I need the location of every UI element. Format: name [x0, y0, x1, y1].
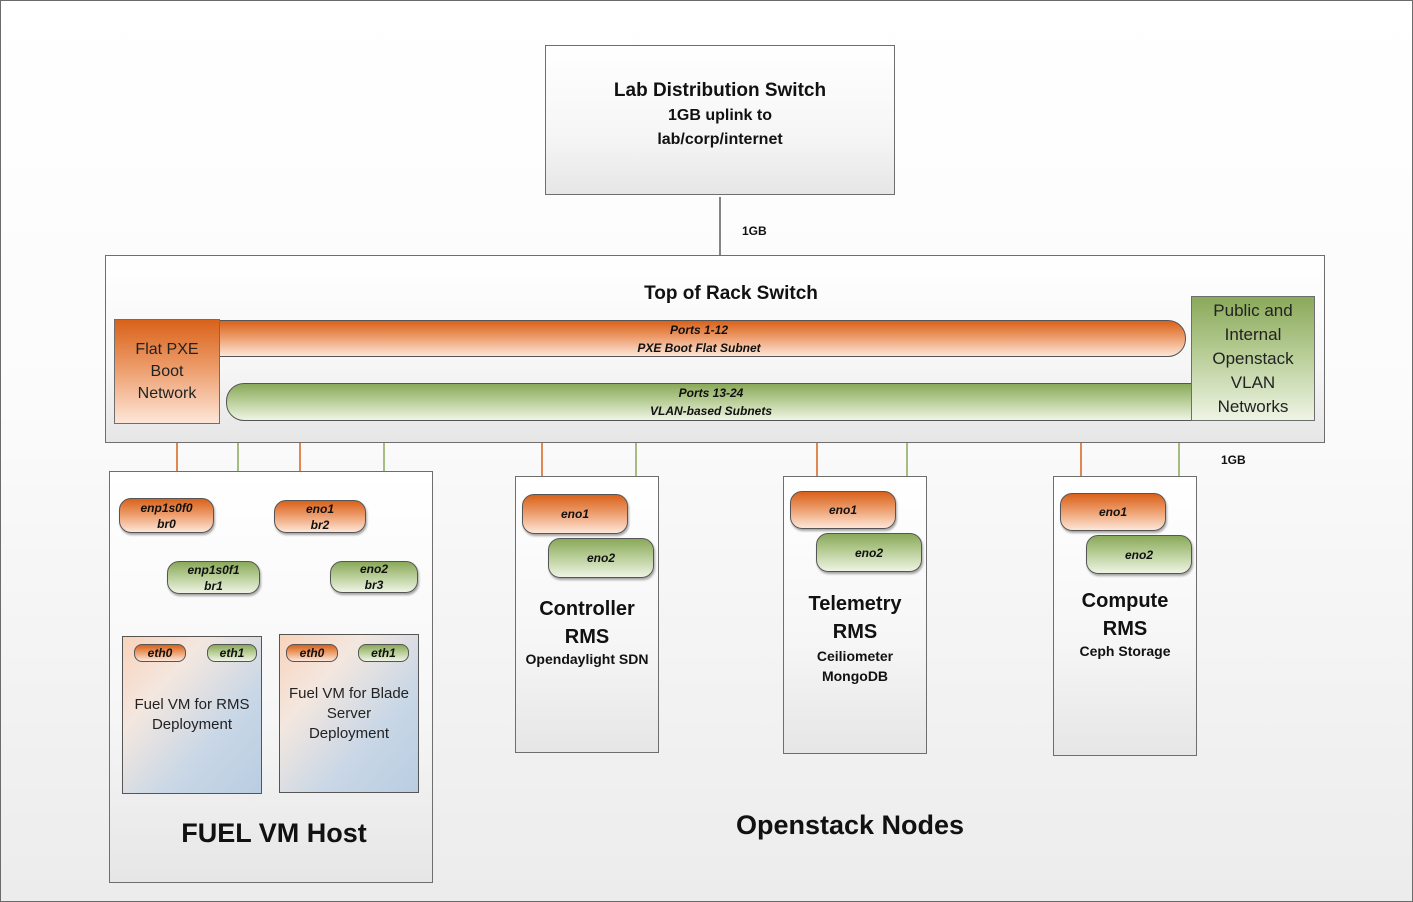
- tor-side-speed-label: 1GB: [1221, 453, 1246, 467]
- controller-name-line2: RMS: [564, 626, 610, 648]
- controller-sub: Opendaylight SDN: [525, 651, 649, 667]
- fuel-vm-rms: Fuel VM for RMS Deployment: [122, 636, 262, 794]
- vlan-box-line5: Networks: [1217, 396, 1289, 416]
- openstack-nodes-title: Openstack Nodes: [735, 810, 965, 840]
- bridge-name: br1: [204, 578, 223, 593]
- telemetry-eno1: eno1: [790, 491, 896, 529]
- lab-distribution-switch: Lab Distribution Switch 1GB uplink to la…: [545, 45, 895, 195]
- fuel-vm-blade-server: Fuel VM for Blade Server Deployment: [279, 634, 419, 793]
- vm-blade-eth1: eth1: [358, 644, 409, 662]
- lab-switch-title: Lab Distribution Switch: [613, 80, 827, 101]
- controller-eno2: eno2: [548, 538, 654, 578]
- flat-pxe-line1: Flat PXE: [135, 340, 199, 358]
- tor-switch-title: Top of Rack Switch: [644, 283, 818, 304]
- compute-name-line1: Compute: [1081, 590, 1169, 612]
- telemetry-sub-line2: MongoDB: [821, 668, 889, 684]
- pxe-bar-ports: Ports 1-12: [669, 322, 729, 337]
- lab-switch-line3: lab/corp/internet: [657, 131, 783, 148]
- vlan-bar-ports: Ports 13-24: [678, 386, 744, 400]
- telemetry-name-line1: Telemetry: [808, 593, 902, 615]
- vm-blade-label: Fuel VM for Blade Server Deployment: [280, 684, 418, 744]
- lab-switch-line2: 1GB uplink to: [668, 107, 772, 124]
- vlan-box-line1: Public and: [1213, 300, 1293, 320]
- vlan-bar-subnet: VLAN-based Subnets: [649, 404, 772, 418]
- vm-rms-label-line2: Deployment: [151, 716, 233, 733]
- flat-pxe-network-box: Flat PXE Boot Network: [114, 319, 220, 424]
- nic-eno2-br3: eno2 br3: [330, 561, 418, 593]
- telemetry-eno2: eno2: [816, 533, 922, 572]
- nic-name: eno1: [305, 501, 334, 516]
- vm-rms-label: Fuel VM for RMS Deployment: [123, 695, 261, 735]
- fuel-host-title: FUEL VM Host: [181, 818, 367, 848]
- compute-sub: Ceph Storage: [1079, 643, 1171, 659]
- vm-rms-label-line1: Fuel VM for RMS: [134, 696, 250, 713]
- uplink-speed-label: 1GB: [742, 224, 767, 238]
- vlan-box-line3: Openstack: [1212, 348, 1294, 368]
- compute-name: Compute RMS: [1054, 587, 1196, 643]
- vm-blade-label-line3: Deployment: [308, 725, 390, 742]
- vm-rms-eth1: eth1: [207, 644, 257, 662]
- compute-eno2: eno2: [1086, 535, 1192, 574]
- bridge-name: br0: [157, 516, 176, 531]
- nic-name: enp1s0f1: [187, 562, 240, 577]
- bridge-name: br3: [364, 578, 384, 592]
- telemetry-sub: Ceiliometer MongoDB: [784, 646, 926, 686]
- telemetry-name: Telemetry RMS: [784, 590, 926, 646]
- vm-blade-label-line2: Server: [326, 705, 372, 722]
- flat-pxe-line3: Network: [137, 384, 197, 402]
- flat-pxe-line2: Boot: [150, 362, 184, 380]
- nic-enp1s0f1-br1: enp1s0f1 br1: [167, 561, 260, 594]
- controller-name: Controller RMS: [516, 595, 658, 651]
- vm-blade-label-line1: Fuel VM for Blade: [288, 685, 410, 702]
- nic-eno1-br2: eno1 br2: [274, 500, 366, 533]
- telemetry-sub-line1: Ceiliometer: [816, 648, 894, 664]
- controller-name-line1: Controller: [539, 598, 635, 620]
- vm-blade-eth0: eth0: [286, 644, 338, 662]
- vlan-box-line4: VLAN: [1230, 372, 1276, 392]
- controller-eno1: eno1: [522, 494, 628, 534]
- bridge-name: br2: [310, 517, 330, 532]
- public-internal-vlan-box: Public and Internal Openstack VLAN Netwo…: [1191, 296, 1315, 421]
- telemetry-name-line2: RMS: [832, 621, 878, 643]
- vlan-box-line2: Internal: [1224, 324, 1282, 344]
- compute-eno1: eno1: [1060, 493, 1166, 531]
- compute-name-line2: RMS: [1102, 618, 1148, 640]
- nic-name: eno2: [359, 562, 388, 576]
- nic-name: enp1s0f0: [140, 500, 193, 515]
- nic-enp1s0f0-br0: enp1s0f0 br0: [119, 498, 214, 533]
- pxe-ports-bar: Ports 1-12 PXE Boot Flat Subnet: [212, 320, 1186, 357]
- vlan-ports-bar: Ports 13-24 VLAN-based Subnets: [226, 383, 1196, 421]
- pxe-bar-subnet: PXE Boot Flat Subnet: [637, 340, 761, 355]
- vm-rms-eth0: eth0: [134, 644, 186, 662]
